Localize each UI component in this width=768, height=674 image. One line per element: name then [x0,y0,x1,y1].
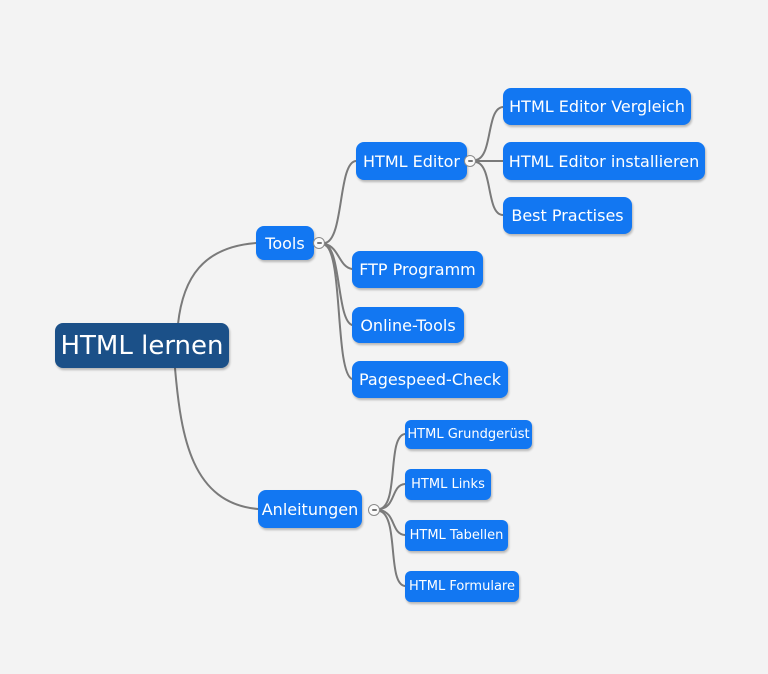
node-label: FTP Programm [359,260,476,279]
node-html-links[interactable]: HTML Links [405,469,491,500]
node-tools[interactable]: Tools [256,226,314,260]
minus-icon [467,160,473,162]
node-label: Tools [265,233,305,253]
collapse-toggle-html-editor[interactable] [464,155,476,167]
node-anleitungen[interactable]: Anleitungen [258,490,362,528]
node-label: HTML Links [411,477,485,492]
node-html-grundgeruest[interactable]: HTML Grundgerüst [405,420,532,449]
minus-icon [316,242,322,244]
connector-anleitungen-formulare [379,510,406,587]
node-html-editor-installieren[interactable]: HTML Editor installieren [503,142,705,180]
node-ftp-programm[interactable]: FTP Programm [352,251,483,288]
node-label: HTML Editor Vergleich [509,97,685,116]
node-html-editor-vergleich[interactable]: HTML Editor Vergleich [503,88,691,125]
connector-anleitungen-grundgeruest [379,433,406,510]
connector-editor-vergleich [475,106,504,161]
collapse-toggle-anleitungen[interactable] [368,504,380,516]
node-label: HTML Editor [363,151,460,171]
connector-root-tools [177,242,257,325]
connector-anleitungen-links [379,483,406,510]
node-pagespeed-check[interactable]: Pagespeed-Check [352,361,508,398]
connector-tools-htmleditor [324,160,357,244]
node-label: HTML Tabellen [409,528,504,543]
connector-anleitungen-tabellen [379,509,406,536]
collapse-toggle-tools[interactable] [313,237,325,249]
node-html-formulare[interactable]: HTML Formulare [405,571,519,602]
node-label: Best Practises [511,206,624,225]
node-html-editor[interactable]: HTML Editor [356,142,467,180]
connector-editor-bestpractises [475,161,504,216]
node-label: Anleitungen [261,499,359,519]
node-html-lernen[interactable]: HTML lernen [55,323,229,368]
connector-tools-pagespeed [324,244,353,380]
connector-root-anleitungen [174,367,259,510]
node-best-practises[interactable]: Best Practises [503,197,632,234]
node-label: HTML Editor installieren [508,151,700,171]
node-label: HTML Formulare [409,579,515,594]
node-label: Pagespeed-Check [358,370,502,389]
node-label: Online-Tools [360,315,456,335]
node-html-tabellen[interactable]: HTML Tabellen [405,520,508,551]
minus-icon [371,509,377,511]
node-label: HTML lernen [60,330,224,361]
node-label: HTML Grundgerüst [407,427,530,442]
node-online-tools[interactable]: Online-Tools [352,307,464,343]
